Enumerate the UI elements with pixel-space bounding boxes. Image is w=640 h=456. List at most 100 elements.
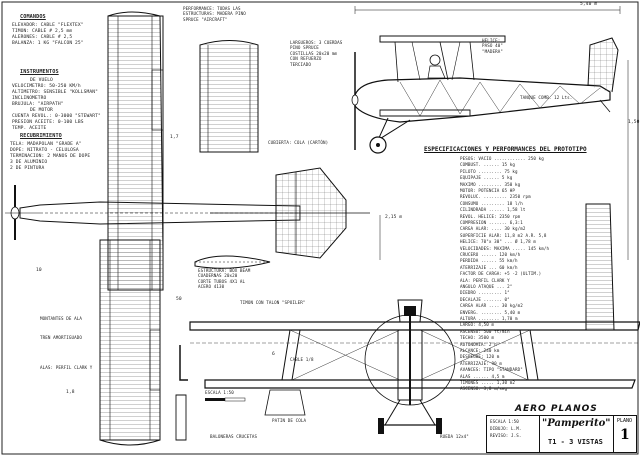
spec-line: CARGA ALAR: .... 30 kg/m2 — [460, 226, 526, 232]
dim-10: 10 — [36, 268, 42, 273]
title-block — [486, 415, 637, 453]
views-label: T1 - 3 VISTAS — [548, 438, 603, 446]
spec-line: ALAS ...... 4,5 m — [460, 373, 505, 379]
note-cubierta: CUBIERTA: COLA (CARTÓN) — [268, 140, 329, 145]
note-tren: TREN AMORTIGUADO — [40, 335, 82, 340]
note-helice: HELICE: PASO 40" "MADERA" — [482, 38, 503, 54]
title-aero-planos: AERO PLANOS — [515, 404, 598, 414]
title-block-scale: ESCALA 1:50 — [490, 419, 519, 424]
sheet-label: PLANO — [617, 418, 633, 424]
top-view-wing-bottom-half — [99, 239, 161, 446]
spec-line: REVOL. HELICE: 2350 rpm — [460, 213, 521, 219]
spec-line: TIMONES ..... 1,30 m2 — [460, 380, 516, 385]
dim-17: 1,7 — [170, 135, 179, 140]
instrumentos-line: BRUJULA: "AIRPATH" — [12, 102, 64, 107]
aircraft-name: "Pamperito" — [542, 418, 611, 429]
spec-line: CILINDRADA ...... 1,58 lt — [460, 207, 526, 213]
comandos-line: BALANZA: 1 KG "FALCON 25" — [12, 41, 84, 46]
spec-line: AVANCES: TIPO "STANDARD" — [460, 367, 523, 373]
note-rueda: RUEDA 12x4" — [440, 434, 469, 439]
spec-line: MOTOR: POTENCIA 65 HP — [460, 188, 516, 193]
spec-line: COMBUST. ...... 15 kg — [460, 162, 516, 168]
dim-215: 2,15 m — [385, 215, 403, 220]
dim-6: 6 — [272, 352, 275, 357]
comandos-line: ELEVADOR: CABLE "FLEXTEX" — [12, 23, 84, 28]
comandos-title: COMANDOS — [20, 14, 46, 20]
spec-line: COMPRESION ....... 6,3:1 — [460, 220, 523, 225]
recubrimiento-line: DOPE: NITRATO - CELULOSA — [10, 148, 79, 153]
sheet-number: 1 — [620, 427, 630, 443]
instrumentos-line: ALTIMETRO: SENSIBLE "KOLLSMAN" — [12, 90, 98, 95]
spec-line: REVOLUC. ......... 2350 rpm — [460, 194, 531, 200]
spec-line: DECALAJE ....... 0° — [460, 296, 510, 302]
recubrimiento-line: TELA: MADAPOLAN "GRADE A" — [10, 142, 82, 147]
spec-line: SUPERFICIE ALAR: 11,8 m2 A.R. 5,8 — [460, 232, 547, 238]
balloneta-label: BALONERAS CRUCETAS — [210, 434, 258, 439]
dim-18: 1,8 — [66, 390, 75, 395]
recubrimiento-line: TERMINACION: 2 MANOS DE DOPE — [10, 154, 91, 159]
spec-line: ATERRIZAJE: 90 m — [460, 360, 502, 366]
spec-line: PESOS: VACIO ............ 250 kg — [460, 156, 544, 161]
instrumentos-line: DE VUELO — [30, 78, 53, 83]
spec-line: ASCENSO: 500 ft/min — [460, 328, 510, 334]
spec-line: MAXIMO ......... 350 kg — [460, 181, 521, 187]
title-block-divider — [613, 416, 614, 452]
spec-line: TECHO: 3500 m — [460, 335, 495, 341]
strut-detail — [175, 345, 306, 441]
title-block-meta — [487, 416, 540, 452]
note-mid: LARGUEROS: 3 CUERDAS PINO SPRUCE COSTILL… — [290, 40, 343, 67]
specs-title: ESPECIFICACIONES Y PERFORMANCES DEL PROT… — [424, 146, 587, 153]
spec-line: FACTOR DE CARGA: +5 -2 (ULTIM.) — [460, 271, 542, 277]
note-montante: MONTANTES DE ALA — [40, 316, 82, 321]
dim-top: 5,40 m — [580, 2, 598, 7]
airfoil-section — [194, 255, 271, 269]
comandos-line: TIMON: CABLE # 2,5 mm — [12, 29, 73, 34]
comandos-line: ALERONES: CABLE # 2,5 — [12, 35, 73, 40]
spec-line: AUTONOMIA: 2 h — [460, 341, 497, 347]
spec-line: CRUCERO ...... 120 km/h — [460, 252, 521, 257]
note-top-center: PERFORMANCE: TODAS LAS ESTRUCTURAS: MADE… — [183, 6, 246, 22]
spec-line: DESPEGUE: 120 m — [460, 354, 500, 360]
spec-line: ALTURA ........ 1,70 m — [460, 316, 518, 321]
instrumentos-line: VELOCIMETRO: 50-250 KM/h — [12, 84, 81, 89]
dim-50: 50 — [176, 297, 182, 302]
scale-bar-label: ESCALA 1:50 — [205, 390, 234, 395]
spec-line: ENVERG. ........ 5,40 m — [460, 309, 521, 315]
spec-line: PERDIDA ...... 55 km/h — [460, 258, 518, 264]
dim-side: 1,50 — [628, 120, 640, 125]
spec-line: CONSUMO ......... 18 l/h — [460, 200, 523, 206]
spec-line: ALA: PERFIL CLARK Y — [460, 277, 510, 283]
instrumentos-title: INSTRUMENTOS — [20, 69, 59, 75]
side-view-fuselage — [351, 6, 621, 154]
spec-line: CARGA ALAR .... 30 kg/m2 — [460, 303, 523, 309]
instrumentos-line: TEMP. ACEITE — [12, 126, 47, 131]
note-flap: TIMON CON TALON "SPOILER" — [240, 300, 306, 305]
spec-line: ANGULO ATAQUE ... 2° — [460, 284, 513, 289]
instrumentos-line: DE MOTOR — [30, 108, 53, 113]
instrumentos-line: CUENTA REVOL.: 0-3000 "STEWART" — [12, 114, 101, 119]
recubrimiento-line: 3 DE ALUMINIO — [10, 160, 48, 165]
spec-line: ASCENSO: 3,8 m/seg — [460, 386, 508, 392]
horizontal-stabilizer-top-view — [210, 167, 370, 259]
note-alas: ALAS: PERFIL CLARK Y — [40, 365, 93, 370]
recubrimiento-title: RECUBRIMIENTO — [20, 133, 62, 139]
note-estructura: ESTRUCTURA: BOX BEAM CUADERNAS 20x20 COR… — [198, 268, 251, 290]
spec-line: PILOTO ......... 75 kg — [460, 168, 518, 174]
note-patin: PATIN DE COLA — [272, 418, 307, 423]
spec-line: VELOCIDADES: MAXIMA ..... 145 km/h — [460, 245, 550, 251]
spec-line: DIEDRO ......... 1° — [460, 290, 510, 296]
title-block-revised: REVISO: J.S. — [490, 433, 522, 438]
scale-bar — [205, 397, 246, 402]
spec-line: ALCANCE: 240 km — [460, 348, 500, 353]
title-block-drawn: DIBUJO: L.M. — [490, 426, 522, 431]
recubrimiento-line: 2 DE PINTURA — [10, 166, 45, 171]
spec-line: EQUIPAJE ...... 5 kg — [460, 175, 513, 181]
front-view-biplane — [189, 299, 640, 434]
note-tanque: TANQUE COMB. 12 Lts. — [520, 95, 573, 100]
rudder-detail — [585, 203, 615, 331]
top-view-upper-wing — [199, 40, 259, 153]
note-cable: CABLE 1/8 — [290, 357, 314, 362]
spec-line: ATERRIZAJE ... 60 km/h — [460, 264, 518, 270]
spec-line: LARGO: 4,50 m — [460, 322, 495, 328]
